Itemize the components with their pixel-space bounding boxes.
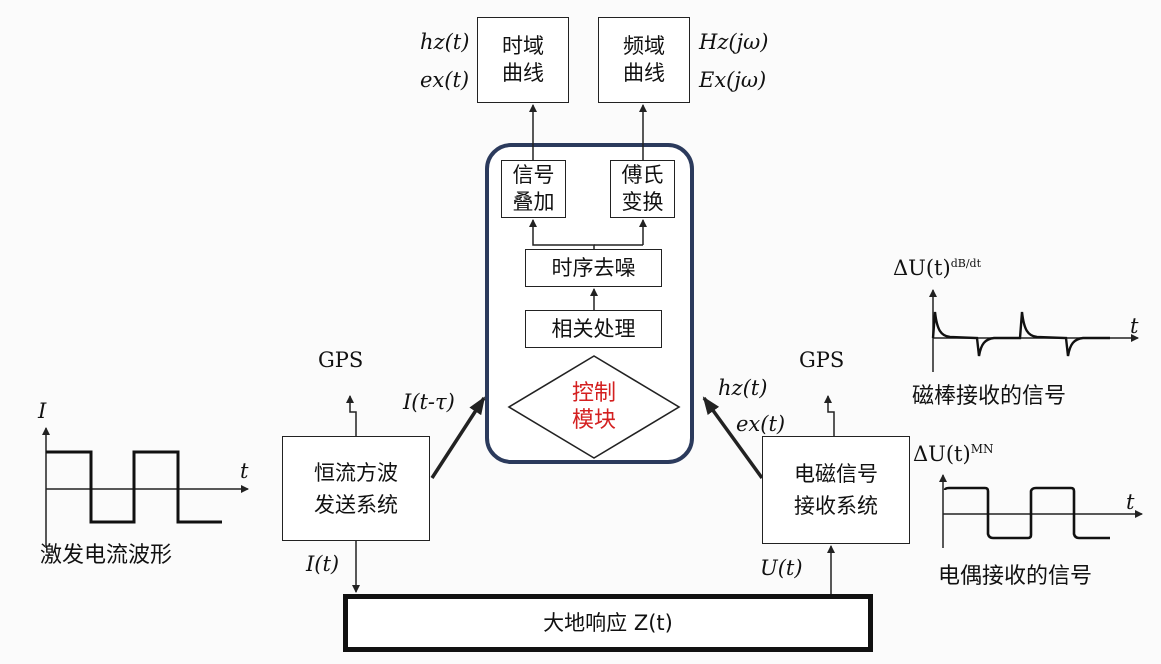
magnetic-x-axis-label: t [1130,314,1139,338]
label-I-t: I(t) [306,552,340,576]
label-I-t-tau: I(t-τ) [403,390,455,414]
arrow-receiver-to-control [702,396,764,480]
gps-right-label: GPS [799,348,845,372]
dipole-caption: 电偶接收的信号 [938,564,1093,589]
excitation-x-axis-label: t [240,459,249,483]
label-Hz-jw: Hz(jω) [699,30,769,54]
frequency-domain-curve-box: 频域 曲线 [598,17,690,103]
magnetic-caption: 磁棒接收的信号 [912,384,1067,409]
fourier-transform-box: 傅氏 变换 [610,160,675,218]
dipole-signal-waveform [939,474,1143,548]
gps-left-connector [346,395,357,436]
excitation-caption: 激发电流波形 [40,543,173,568]
gps-right-connector [824,395,835,436]
receiver-box: 电磁信号 接收系统 [762,436,910,544]
transmitter-box: 恒流方波 发送系统 [282,436,430,541]
excitation-waveform [42,427,249,548]
label-Ex-jw: Ex(jω) [699,68,767,92]
signal-superposition-box: 信号 叠加 [501,160,566,218]
control-module-label: 控制 模块 [571,381,616,433]
label-U-t: U(t) [760,556,803,580]
label-ex-t-right: ex(t) [736,412,786,436]
time-domain-curve-box: 时域 曲线 [477,17,569,103]
denoise-box: 时序去噪 [525,249,662,287]
arrow-transmitter-to-control [430,396,486,479]
earth-response-box: 大地响应 Z(t) [343,594,873,652]
label-hz-t-top: hz(t) [420,30,470,54]
control-diamond [507,355,681,459]
arrow-denoise-to-sum [529,219,595,249]
label-hz-t-right: hz(t) [718,376,768,400]
correlation-box: 相关处理 [525,310,662,348]
excitation-y-axis-label: I [38,399,47,423]
dipole-x-axis-label: t [1126,490,1135,514]
gps-left-label: GPS [318,348,364,372]
dipole-y-axis-label: ΔU(t)MN [913,442,994,466]
magnetic-signal-waveform [929,289,1139,372]
label-ex-t-top: ex(t) [420,68,470,92]
magnetic-y-axis-label: ΔU(t)dB/dt [893,256,981,280]
